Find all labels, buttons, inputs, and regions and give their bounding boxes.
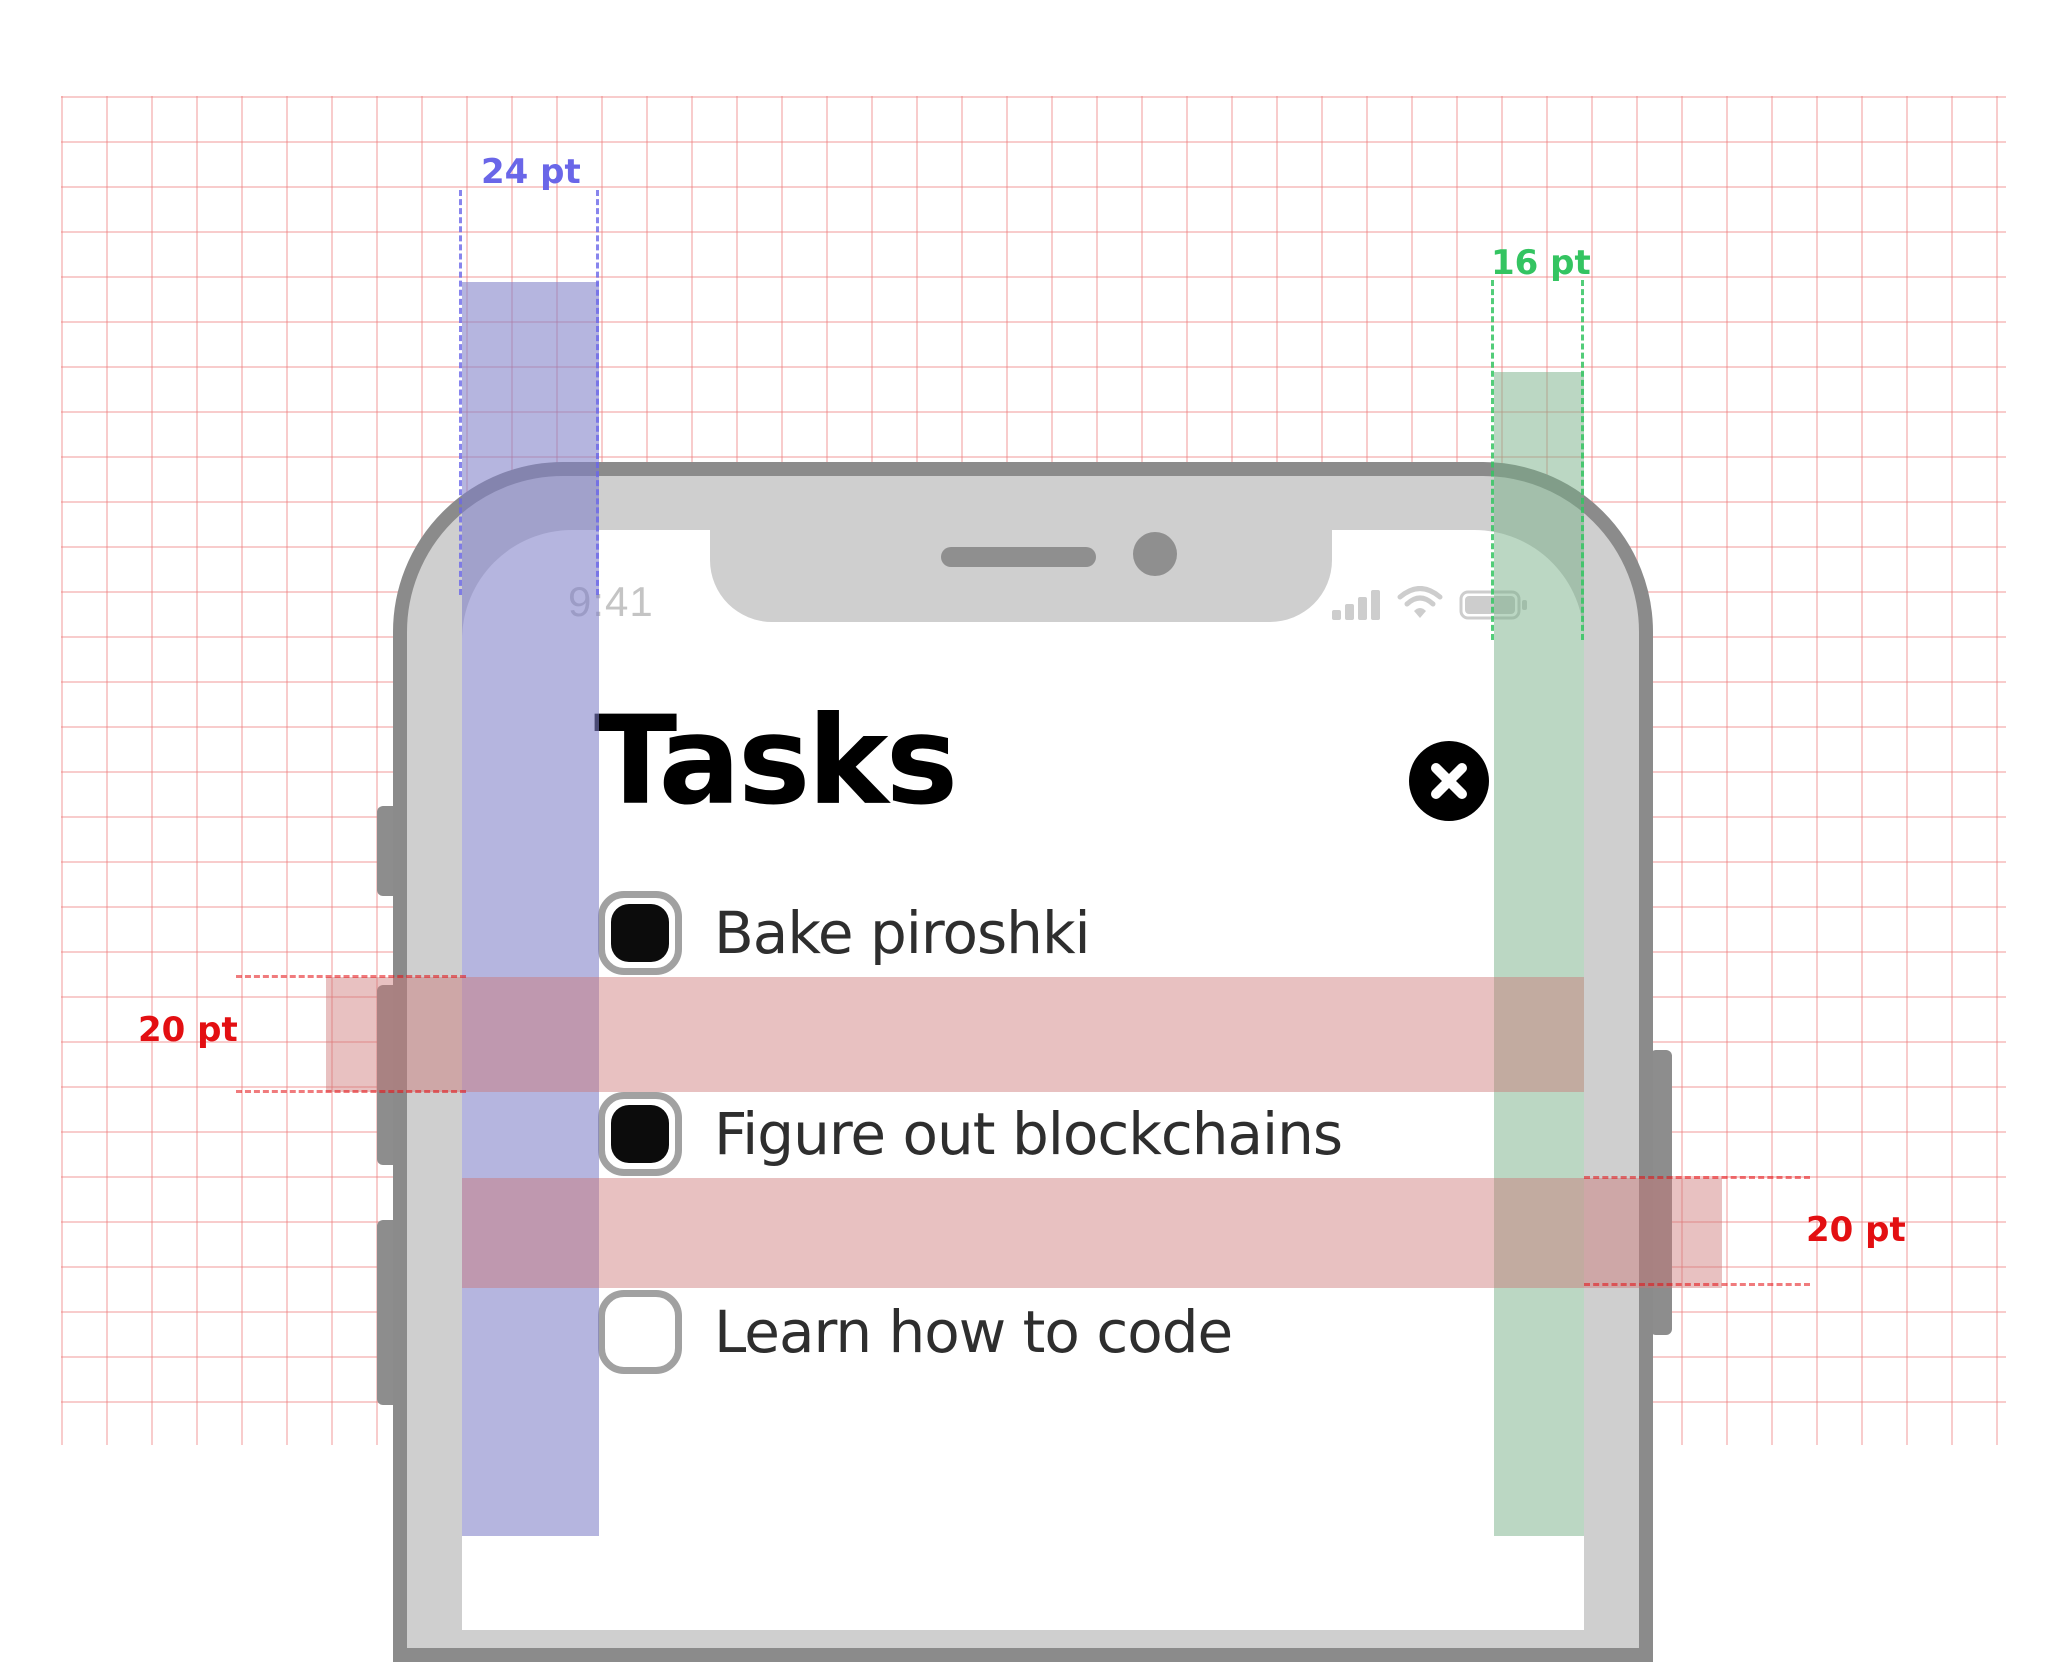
task-checkbox[interactable] <box>598 1290 682 1374</box>
page-title: Tasks <box>594 690 958 832</box>
left-margin-label: 24 pt <box>481 152 581 192</box>
spacing-top-label: 20 pt <box>138 1010 238 1050</box>
left-margin-guide <box>596 190 599 595</box>
right-margin-label: 16 pt <box>1491 243 1591 283</box>
task-label: Figure out blockchains <box>714 1100 1343 1168</box>
wifi-icon <box>1397 586 1443 618</box>
spacing-top-guide <box>236 975 466 978</box>
task-label: Learn how to code <box>714 1298 1233 1366</box>
left-margin-guide <box>459 190 462 595</box>
power-button <box>1650 1050 1672 1335</box>
close-button[interactable] <box>1409 741 1489 821</box>
row-spacing-overlay-top <box>326 977 1584 1092</box>
row-spacing-overlay-bottom <box>462 1178 1722 1288</box>
phone-notch <box>710 515 1332 622</box>
front-camera <box>1133 532 1177 576</box>
right-margin-overlay <box>1494 372 1584 1536</box>
cellular-signal-icon <box>1332 590 1382 620</box>
spacing-top-guide <box>236 1090 466 1093</box>
phone-screen <box>462 530 1584 1630</box>
spacing-bottom-guide <box>1584 1283 1810 1286</box>
right-margin-guide <box>1491 280 1494 640</box>
close-icon <box>1431 763 1467 799</box>
speaker-grille <box>941 547 1096 567</box>
task-checkbox[interactable] <box>598 891 682 975</box>
right-margin-guide <box>1581 280 1584 640</box>
task-label: Bake piroshki <box>714 899 1091 967</box>
task-checkbox[interactable] <box>598 1092 682 1176</box>
spacing-bottom-label: 20 pt <box>1806 1210 1906 1250</box>
spacing-bottom-guide <box>1584 1176 1810 1179</box>
left-margin-overlay <box>462 282 599 1536</box>
